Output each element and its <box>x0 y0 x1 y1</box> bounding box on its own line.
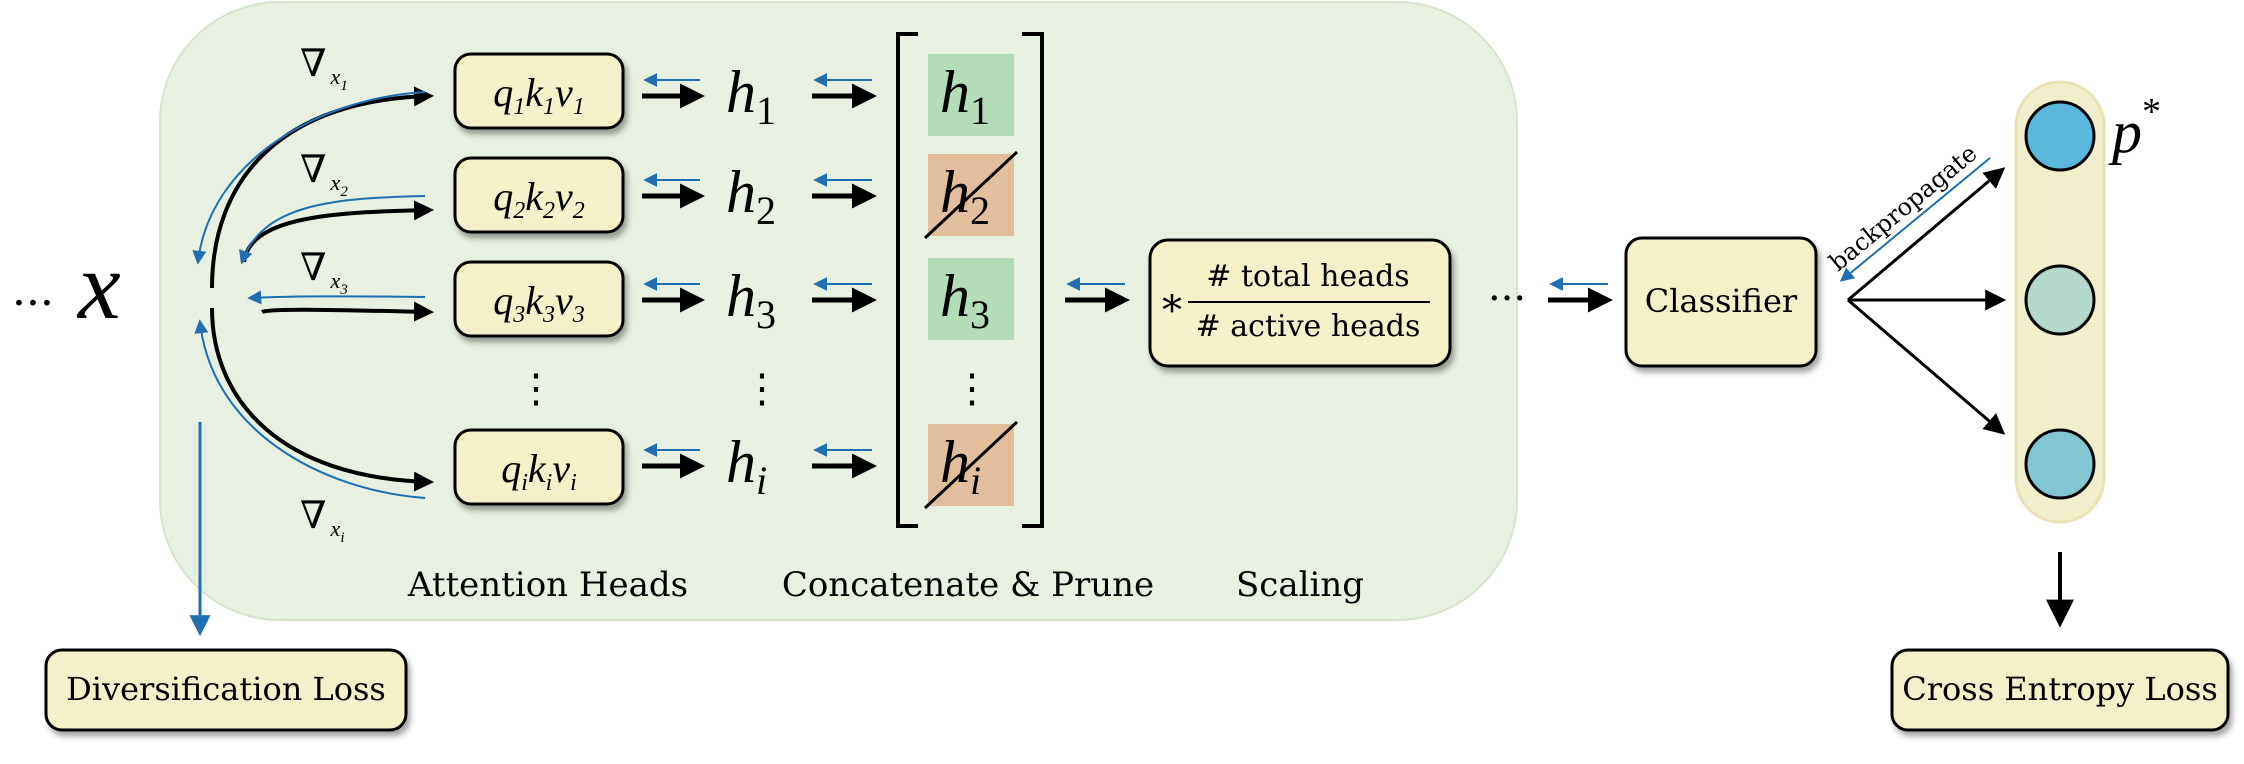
output-node-top <box>2024 100 2096 172</box>
prune-strike-2 <box>923 150 1019 240</box>
attention-heads: q1k1v1 q2k2v2 q3k3v3 qikivi ⋮ <box>453 52 625 506</box>
forward-arrows <box>642 83 1613 479</box>
concat-h-1: h1 <box>940 59 990 133</box>
backward-arrows <box>643 73 1608 457</box>
head-label-3: q3k3v3 <box>493 278 585 328</box>
cross-entropy-loss-label: Cross Entropy Loss <box>1902 670 2218 708</box>
output-h-1: h1 <box>726 59 776 133</box>
diversification-loss-label: Diversification Loss <box>66 670 386 708</box>
mid-dots: ··· <box>1488 276 1526 322</box>
label-attention-heads: Attention Heads <box>407 565 688 605</box>
gradient-label-2: ∇x2 <box>300 149 348 200</box>
head-label-i: qikivi <box>501 446 577 496</box>
output-h-2: h2 <box>726 159 776 233</box>
prune-strike-i <box>923 420 1019 510</box>
backprop-arrow <box>1839 157 1991 282</box>
scaling-star: * <box>1162 288 1182 334</box>
label-concat-prune: Concatenate & Prune <box>782 565 1154 605</box>
concat-cell-1 <box>928 54 1014 136</box>
head-box-2: q2k2v2 <box>453 156 625 234</box>
head-box-1: q1k1v1 <box>453 52 625 130</box>
concat-brackets <box>896 32 1044 528</box>
classifier-fan <box>1847 167 2007 435</box>
output-node-bot <box>2024 428 2096 500</box>
outputs-vdots: ⋮ <box>742 366 782 412</box>
gradient-labels: ∇x1 ∇x2 ∇x3 ∇xi <box>300 43 348 546</box>
head-label-1: q1k1v1 <box>493 70 585 120</box>
classifier-label: Classifier <box>1645 282 1798 320</box>
output-p-star: p* <box>2108 91 2161 165</box>
head-box-3: q3k3v3 <box>453 260 625 338</box>
cross-entropy-loss-box: Cross Entropy Loss <box>1890 648 2230 732</box>
input-dots: ··· <box>12 278 54 329</box>
concat-h-2: h2 <box>940 159 990 233</box>
output-layer <box>2014 80 2106 524</box>
concat-cells: h1 h2 h3 ⋮ hi <box>923 54 1019 510</box>
head-label-2: q2k2v2 <box>493 174 585 224</box>
scaling-box: * # total heads # active heads <box>1148 238 1452 368</box>
gradient-label-i: ∇xi <box>300 495 344 546</box>
head-box-i: qikivi <box>453 428 625 506</box>
output-h-3: h3 <box>726 263 776 337</box>
input-x: x <box>76 232 121 339</box>
output-h-i: hi <box>726 429 767 503</box>
gradient-label-3: ∇x3 <box>300 247 348 298</box>
label-scaling: Scaling <box>1236 565 1364 605</box>
heads-vdots: ⋮ <box>516 366 556 412</box>
output-node-mid <box>2024 264 2096 336</box>
diversification-loss-box: Diversification Loss <box>44 648 408 732</box>
concat-h-3: h3 <box>940 263 990 337</box>
gradient-arrows <box>189 91 426 637</box>
scaling-denominator: # active heads <box>1196 309 1421 344</box>
head-outputs: h1 h2 h3 hi ⋮ <box>726 59 782 503</box>
concat-vdots: ⋮ <box>952 366 992 412</box>
scaling-numerator: # total heads <box>1206 259 1409 294</box>
classifier-box: Classifier <box>1624 236 1818 368</box>
concat-h-i: hi <box>940 429 981 503</box>
concat-cell-3 <box>928 258 1014 340</box>
gradient-label-1: ∇x1 <box>300 43 348 94</box>
